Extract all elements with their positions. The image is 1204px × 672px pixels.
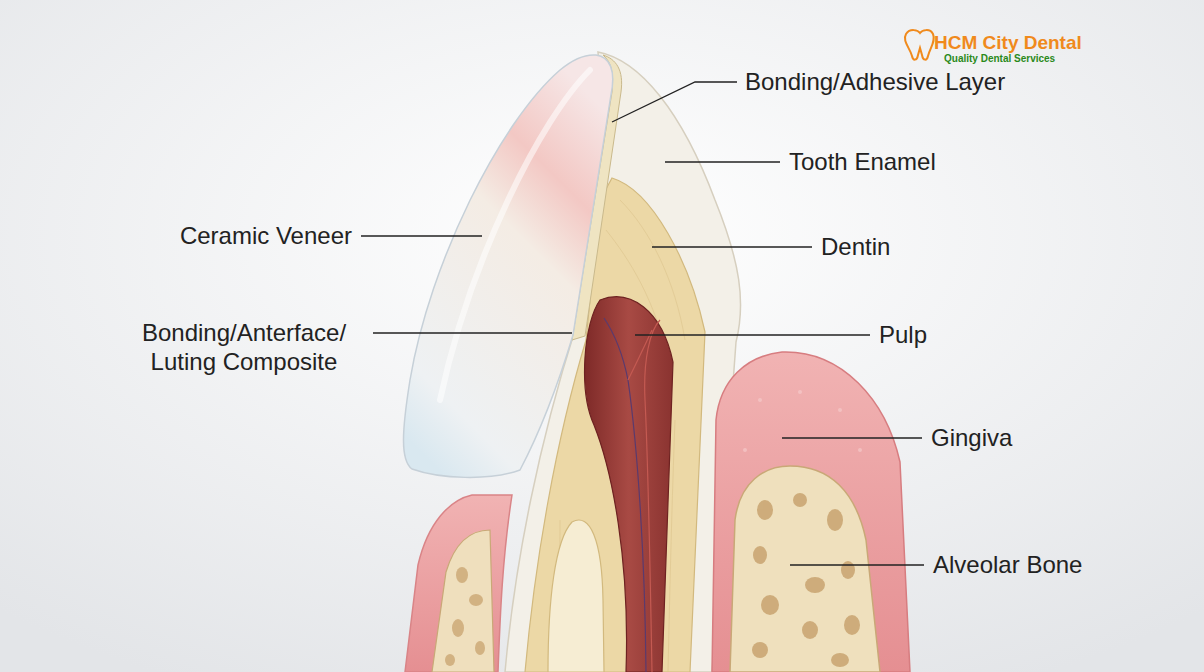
bone-pore [844,615,860,635]
bone-pore [831,653,849,667]
bone-pore [827,509,843,531]
leader-line [373,332,572,333]
part-label: Dentin [821,233,890,262]
bone-pore [757,500,773,520]
gingiva-right [712,352,910,672]
part-label: Pulp [879,321,927,350]
bone-pore [445,654,455,666]
root-hollow [548,520,604,672]
gingiva-dot [758,398,762,402]
leader-line [612,82,737,122]
part-label: Bonding/Anterface/ Luting Composite [124,319,364,377]
part-label: Gingiva [931,424,1012,453]
bone-pore [469,594,483,606]
part-label: Bonding/Adhesive Layer [745,68,1005,97]
part-label: Alveolar Bone [933,551,1082,580]
gingiva-dot [858,448,862,452]
ceramic-veneer [404,55,613,478]
part-label: Tooth Enamel [789,148,936,177]
bone-pore [793,493,807,507]
pulp-vessels [604,318,660,672]
pulp [585,297,673,672]
bone-pore [805,577,825,593]
bone-pores-left [445,567,485,666]
bone-left [432,530,494,672]
vessel [628,330,652,380]
leader-line [635,334,870,335]
leader-line [361,235,482,236]
gingiva-dot [798,390,802,394]
leader-line [652,246,812,247]
logo-tooth [905,30,934,60]
alveolar-bone [730,466,880,672]
bone-pore [456,567,468,583]
leader-line [782,437,922,438]
veneer-highlight [440,70,590,400]
gingiva-dot [838,408,842,412]
bone-pore [452,619,464,637]
logo-icon [905,30,934,60]
gingiva-left [405,495,512,672]
part-label: Ceramic Veneer [180,222,352,251]
gingiva-texture [743,390,862,452]
bone-pore [761,595,779,615]
logo-tagline: Quality Dental Services [944,53,1055,65]
logo-text: HCM City Dental [934,32,1082,55]
bone-pore [841,561,855,579]
leader-line [790,564,924,565]
vessel [645,320,660,672]
bone-pore [475,641,485,655]
bone-pore [753,546,767,564]
gingiva-dot [743,448,747,452]
bone-pore [802,621,818,639]
vessel [604,318,646,672]
leader-line [665,161,780,162]
bone-pore [752,642,768,658]
bone-pores-right [752,493,860,667]
